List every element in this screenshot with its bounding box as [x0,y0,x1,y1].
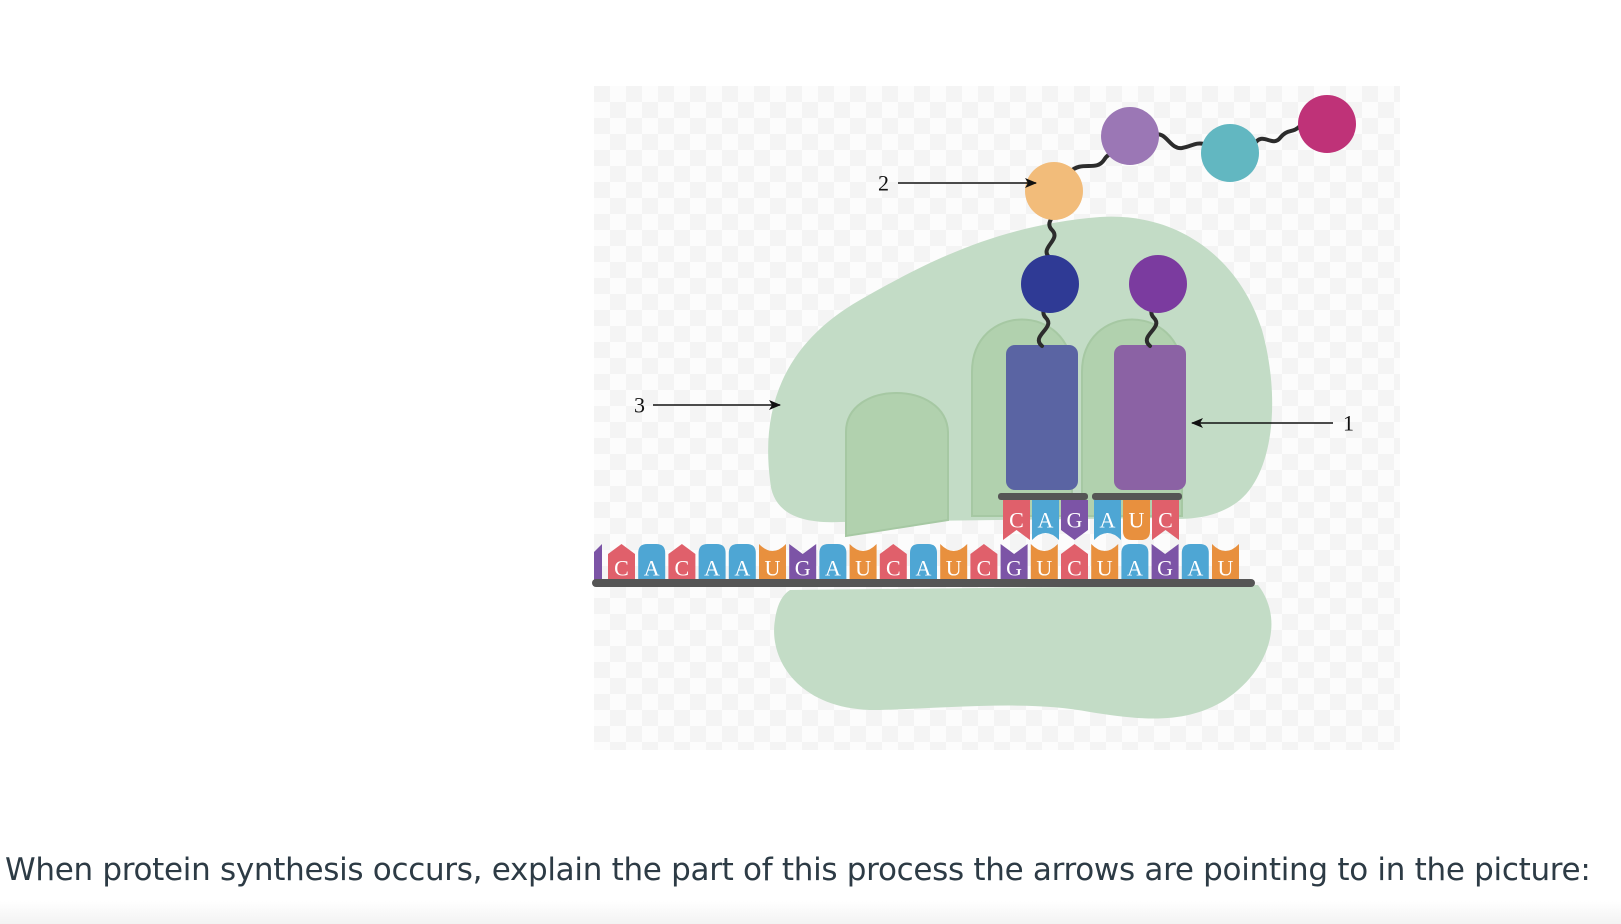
mrna-base-letter: U [765,556,781,581]
mrna-base [1091,544,1119,580]
question-bar [0,848,1621,924]
anticodon-right-base [1123,500,1150,540]
amino-acid-violet [1129,255,1187,313]
mrna-base [698,544,726,580]
mrna-base [1121,544,1149,580]
ribosome-small-subunit [774,585,1272,719]
mrna-base-letter: A [916,556,932,581]
mrna-base [970,544,998,580]
anticodon-left-base [1003,500,1030,540]
mrna-base [1000,544,1028,580]
mrna-base [638,544,666,580]
mrna-base [849,544,877,580]
mrna-base-letter: A [825,556,841,581]
mrna-base-letter: U [1218,556,1234,581]
mrna-base [1181,544,1209,580]
mrna-base-letter: A [734,556,750,581]
anticodon-left-base [1061,500,1088,540]
mrna-base [728,544,756,580]
anticodon-left-letter: A [1038,508,1054,533]
trna-right-base-plate [1092,493,1182,500]
amino-acid-orange [1025,162,1083,220]
arrow-label-3: 3 [634,393,645,418]
anticodon-right-base [1152,500,1179,540]
mrna-base-letter: C [977,556,992,581]
mrna-base [608,544,635,580]
anticodon-left-letter: G [1067,508,1083,533]
mrna-base-letter: A [704,556,720,581]
mrna-base [940,544,968,580]
ribosome-e-site [845,392,949,538]
mrna-base-letter: A [644,556,660,581]
linker-teal-magenta [1252,124,1302,147]
mrna-base-letter: C [1067,556,1082,581]
mrna-base [879,544,907,580]
amino-acid-navy [1021,255,1079,313]
mrna-base-letter: A [1127,556,1143,581]
anticodon-right-letter: A [1100,508,1116,533]
trna-left [1006,345,1078,490]
mrna-base [759,544,786,580]
mrna-base-partial [594,544,602,580]
mrna-base-letter: C [614,556,629,581]
anticodon-left-letter: C [1009,508,1024,533]
mrna-base [1151,544,1179,580]
mrna-base [668,544,696,580]
mrna-base-letter: U [855,556,871,581]
mrna-base [910,544,937,580]
mrna-base-letter: C [886,556,901,581]
mrna-base-letter: U [946,556,962,581]
arrow-label-2: 2 [878,171,889,196]
mrna-base-letter: U [1097,556,1113,581]
mrna-base-letter: G [795,556,811,581]
arrow-label-1: 1 [1343,411,1354,436]
mrna-base-letter: A [1187,556,1203,581]
question-text: When protein synthesis occurs, explain t… [5,852,1591,888]
mrna-base [1061,544,1088,580]
mrna-base [789,544,817,580]
mrna-backbone [592,579,1255,587]
trna-right [1114,345,1186,490]
mrna-base [1212,544,1239,580]
amino-acid-lilac [1101,107,1159,165]
trna-left-base-plate [998,493,1088,500]
mrna-base-letter: G [1006,556,1022,581]
mrna-base-letter: C [675,556,690,581]
anticodon-right-letter: U [1129,508,1145,533]
amino-acid-teal [1201,124,1259,182]
anticodon-left-base [1032,500,1059,540]
amino-acid-magenta [1298,95,1356,153]
linker-lilac-teal [1152,132,1206,151]
mrna-base [819,544,847,580]
mrna-base [1030,544,1058,580]
anticodon-right-letter: C [1158,508,1173,533]
mrna-base-letter: U [1036,556,1052,581]
mrna-base-letter: G [1157,556,1173,581]
anticodon-right-base [1094,500,1121,540]
